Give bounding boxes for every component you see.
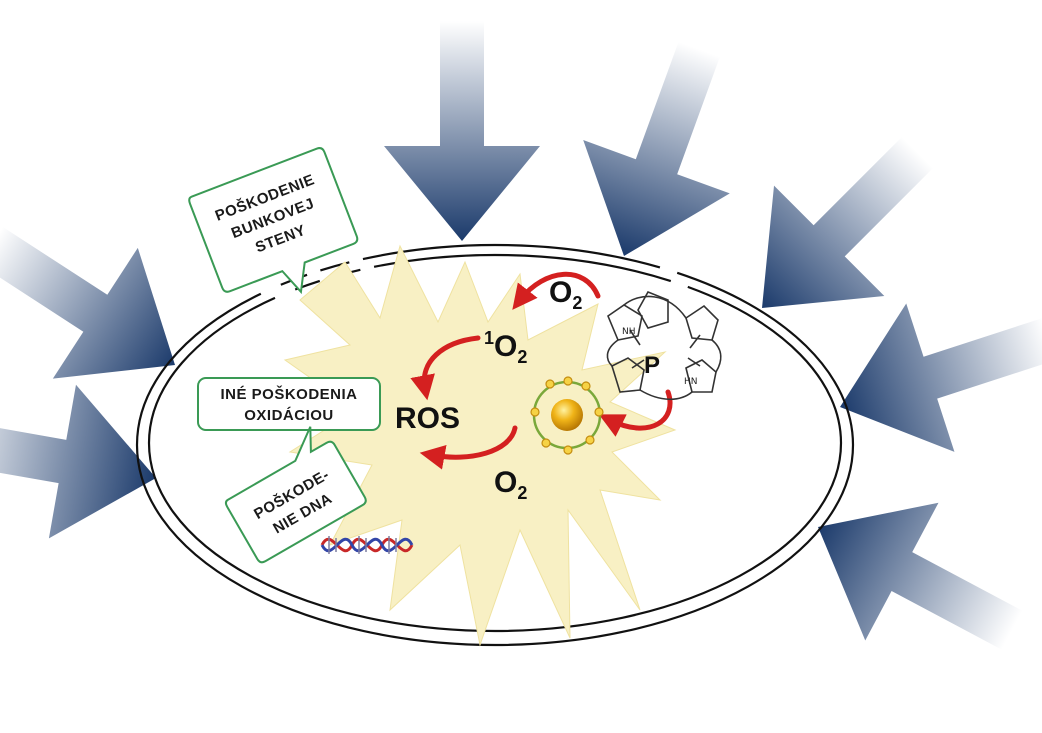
cell-inner-wall [147,253,843,633]
arrow-singlet-to-ros [410,335,481,401]
light-arrow-icon [550,22,773,283]
arrow-o2-to-singlet [512,271,601,310]
light-arrow-icon [0,179,218,431]
callout-dna-damage: POŠKODE- NIE DNA [224,426,367,564]
o2-bottom-label: O2 [494,466,527,503]
cell-outer-wall [135,243,855,647]
callout-cell-wall-damage: POŠKODENIE BUNKOVEJ STENY [188,147,359,295]
photosensitizer-molecule-icon [530,376,604,455]
reaction-cycle [410,271,673,470]
light-arrow-icon [781,458,1042,700]
callout-oxidation-damage: INÉ POŠKODENIA OXIDÁCIOU [197,377,381,431]
porphyrin-label: P [644,352,660,379]
o2-top-label: O2 [549,276,582,313]
svg-text:INÉ POŠKODENIA: INÉ POŠKODENIA [220,385,357,403]
light-arrow-icon [384,21,540,241]
singlet-oxygen-label: 1O2 [484,328,527,367]
light-arrow-icon [0,362,170,555]
porphyrin-nh-right: HN [684,377,698,387]
arrow-porphyrin-to-molecule [598,389,673,437]
light-arrow-icon [706,97,973,364]
oxidative-burst [283,244,677,647]
porphyrin-icon [606,290,722,401]
svg-text:OXIDÁCIOU: OXIDÁCIOU [244,407,334,424]
dna-helix-icon [320,536,414,554]
arrow-ros-to-o2 [419,425,518,470]
bacterial-cell [135,243,855,647]
porphyrin-nh-left: NH [622,327,636,337]
ros-label: ROS [395,402,460,435]
